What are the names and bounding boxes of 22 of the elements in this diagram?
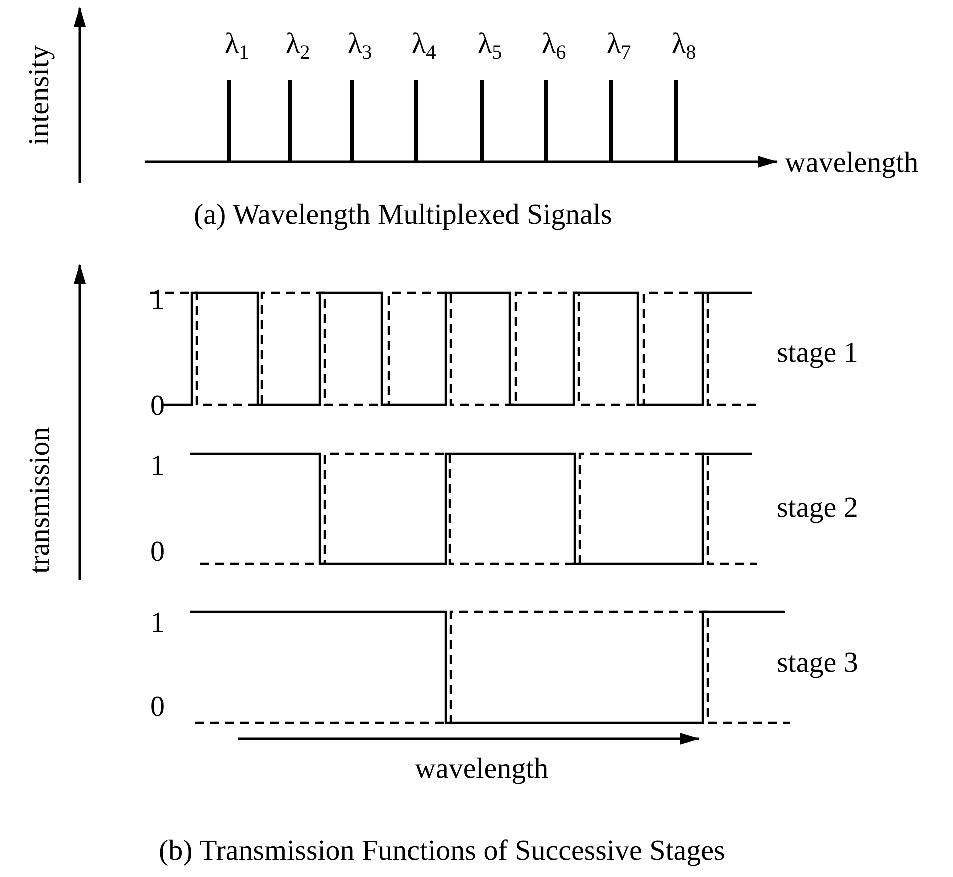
- level-label: 0: [150, 692, 165, 722]
- axis-label: wavelength: [785, 148, 919, 178]
- caption: (a) Wavelength Multiplexed Signals: [194, 200, 612, 230]
- wavelength-label: λ$_{5}$: [478, 30, 502, 63]
- wavelength-label: λ$_{1}$: [225, 30, 250, 63]
- wavelength-label: λ$_{6}$: [542, 30, 566, 63]
- axis-label: wavelength: [415, 754, 549, 784]
- wavelength-label: λ$_{8}$: [672, 30, 696, 63]
- level-label: 0: [150, 392, 165, 420]
- axis-label: intensity: [25, 45, 54, 145]
- wavelength-label: λ$_{7}$: [607, 30, 632, 63]
- stage-label: stage 1: [777, 338, 858, 368]
- level-label: 1: [150, 608, 165, 638]
- wavelength-label: λ$_{2}$: [286, 30, 310, 63]
- level-label: 1: [150, 452, 165, 480]
- wavelength-label: λ$_{3}$: [348, 30, 372, 63]
- axis-label: transmission: [25, 426, 54, 574]
- level-label: 0: [150, 538, 165, 566]
- wavelength-label: λ$_{4}$: [412, 30, 436, 63]
- stage-label: stage 2: [777, 494, 858, 522]
- stage-label: stage 3: [777, 648, 858, 678]
- caption: (b) Transmission Functions of Successive Stages: [159, 836, 726, 866]
